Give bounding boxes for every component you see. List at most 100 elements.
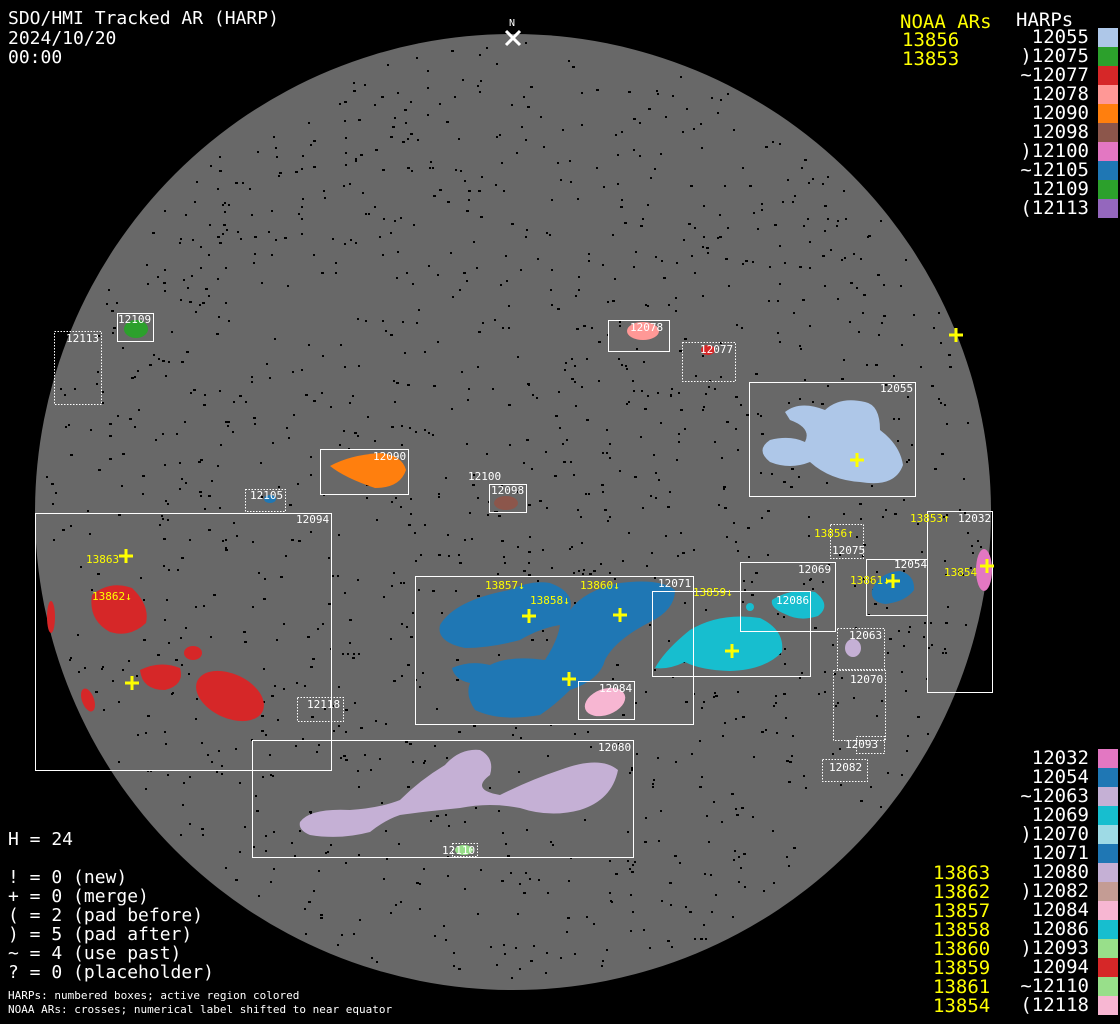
harp-color-swatch: [1098, 749, 1118, 768]
harp-legend-label: )12100: [1020, 140, 1089, 162]
harp-legend-label: )12075: [1020, 45, 1089, 67]
harp-box[interactable]: [740, 562, 836, 632]
harp-box[interactable]: [856, 736, 885, 754]
harp-legend-label: 12078: [1031, 83, 1089, 105]
harp-legend-label: (12118: [1020, 994, 1089, 1016]
time-label: 00:00: [8, 47, 63, 68]
noaa-ar-label: 13860↓: [580, 579, 620, 592]
harp-box[interactable]: [297, 697, 344, 722]
harp-color-swatch: [1098, 104, 1118, 123]
noaa-ar-label: 13862↓: [92, 590, 132, 603]
harp-legend-label: )12082: [1020, 880, 1089, 902]
harp-color-swatch: [1098, 825, 1118, 844]
status-count-line: ! = 0 (new): [8, 867, 128, 888]
harp-boxes: 1211312109120781207712055120901210012098…: [35, 313, 993, 858]
region-12032: [976, 549, 992, 591]
harp-box[interactable]: [749, 382, 916, 497]
noaa-top-0: 13856: [902, 29, 960, 51]
harp-box[interactable]: [837, 628, 885, 670]
noaa-ar-label: 13856↑: [814, 527, 854, 540]
harp-legend-label: ~12105: [1020, 159, 1089, 181]
harp-legend-row: )12070: [990, 825, 1120, 844]
harp-color-swatch: [1098, 901, 1118, 920]
harp-box[interactable]: [608, 320, 670, 352]
harp-box[interactable]: [320, 449, 409, 495]
noaa-legend-label: 13854: [933, 995, 991, 1017]
harp-box-label: 12093: [845, 738, 878, 751]
harp-legend-row: 12094: [990, 958, 1120, 977]
noaa-header: NOAA ARs: [900, 11, 992, 33]
harp-color-swatch: [1098, 123, 1118, 142]
noaa-ar-label: 13863: [86, 553, 119, 566]
north-pole-icon: [504, 29, 522, 47]
harp-box[interactable]: [866, 559, 928, 616]
harp-box[interactable]: [652, 591, 811, 677]
harp-color-swatch: [1098, 806, 1118, 825]
noaa-legend-label: 13860: [933, 938, 991, 960]
harp-box[interactable]: [117, 313, 154, 342]
harp-legend-label: 12069: [1031, 804, 1089, 826]
region-12063: [845, 639, 861, 657]
harp-legend-row: ~12105: [990, 161, 1120, 180]
harp-legend-row: (12118: [990, 996, 1120, 1015]
harp-color-swatch: [1098, 787, 1118, 806]
harp-box[interactable]: [682, 342, 736, 382]
noaa-legend-label: 13859: [933, 957, 991, 979]
noaa-crosses: 1386313862↓13857↓13858↓13860↓13859↓13861…: [86, 328, 994, 690]
harp-color-swatch: [1098, 199, 1118, 218]
harp-legend-label: 12084: [1031, 899, 1089, 921]
harp-box-label: 12075: [832, 544, 865, 557]
footer-noaa-note: NOAA ARs: crosses; numerical label shift…: [8, 1003, 393, 1016]
region-12077: [701, 345, 715, 355]
noaa-cross-icon: [980, 559, 994, 573]
harp-box[interactable]: [830, 524, 864, 559]
harp-legend-row: ~12110: [990, 977, 1120, 996]
status-count-line: + = 0 (merge): [8, 886, 149, 907]
harp-legend-row: 12071: [990, 844, 1120, 863]
region-12069: [771, 591, 825, 619]
harps-header: HARPs: [1016, 9, 1074, 31]
noaa-ar-label: 13859↓: [693, 586, 733, 599]
noaa-ar-label: 13857↓: [485, 579, 525, 592]
noaa-cross-icon: [125, 676, 139, 690]
harp-legend-label: 12055: [1031, 26, 1089, 48]
harp-legend-label: (12113: [1020, 197, 1089, 219]
noaa-ar-label: 13858↓: [530, 594, 570, 607]
harp-color-swatch: [1098, 958, 1118, 977]
harp-box[interactable]: [35, 513, 332, 771]
noaa-cross-icon: [886, 574, 900, 588]
noaa-cross-icon: [725, 644, 739, 658]
harp-box[interactable]: [245, 489, 286, 512]
harp-color-swatch: [1098, 844, 1118, 863]
harp-color-swatch: [1098, 85, 1118, 104]
harp-box-label: 12086: [776, 594, 809, 607]
harp-box[interactable]: [415, 576, 694, 725]
magnetogram-speckles: [46, 42, 982, 979]
noaa-legend-label: 13857: [933, 900, 991, 922]
harp-box[interactable]: [252, 740, 634, 858]
noaa-cross-icon: [562, 672, 576, 686]
harp-box-label: 12080: [598, 741, 631, 754]
harp-box[interactable]: [822, 759, 868, 782]
region-12086: [655, 616, 783, 671]
noaa-cross-icon: [949, 328, 963, 342]
north-label: N: [509, 18, 515, 29]
harp-box[interactable]: [833, 670, 886, 741]
status-count-line: ? = 0 (placeholder): [8, 962, 214, 983]
harp-color-swatch: [1098, 996, 1118, 1015]
harp-box-label: 12063: [849, 629, 882, 642]
noaa-legend-label: 13862: [933, 881, 991, 903]
date-label: 2024/10/20: [8, 28, 117, 49]
harp-legend-label: 12086: [1031, 918, 1089, 940]
harp-box-label: 12113: [66, 332, 99, 345]
harp-box-label: 12070: [850, 673, 883, 686]
harp-box[interactable]: [489, 484, 527, 513]
harp-box[interactable]: [452, 843, 478, 857]
harp-legend-row: 12054: [990, 768, 1120, 787]
harp-box-label: 12110: [442, 844, 475, 857]
harp-legend-row: 12086: [990, 920, 1120, 939]
status-count-line: ( = 2 (pad before): [8, 905, 204, 926]
harp-box[interactable]: [578, 681, 635, 720]
harp-legend-row: 12098: [990, 123, 1120, 142]
region-12090: [330, 453, 406, 488]
